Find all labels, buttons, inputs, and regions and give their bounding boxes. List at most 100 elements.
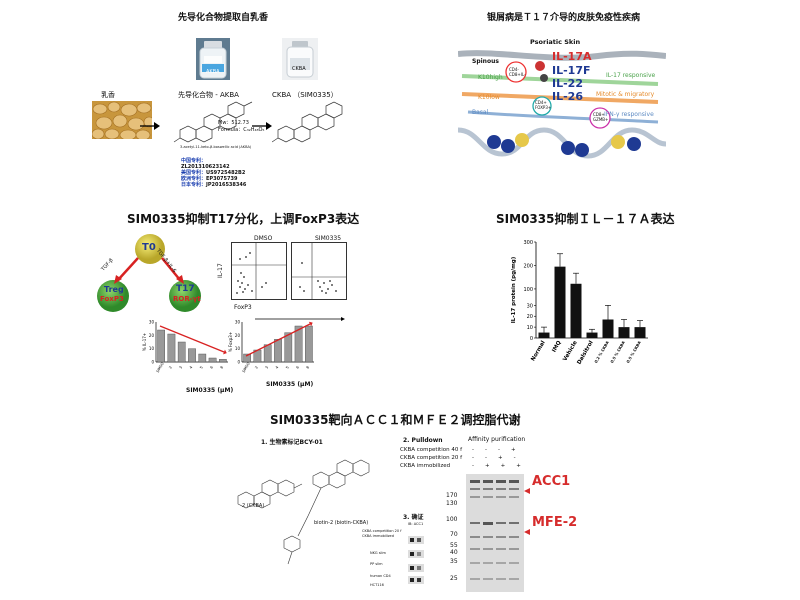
chart-left-xlabel: SIM0335 (μM) [186, 387, 234, 394]
mfe2-label: MFE-2 [532, 515, 578, 530]
y-tick-label: 200 [523, 263, 533, 269]
il17-responsive-label: IL-17 responsive [606, 72, 656, 79]
bar [208, 357, 217, 363]
wb-row-label: human CD4 [370, 574, 391, 578]
bar [219, 359, 227, 363]
y-tick-label: 100 [523, 287, 533, 293]
bar [586, 332, 598, 338]
bar [570, 283, 582, 338]
x-tick-label: DMSO [156, 362, 165, 374]
y-axis-label: % IL-17+ [142, 333, 147, 351]
condition-row: CKBA immobilized [400, 463, 451, 469]
condition-row: CKBA competition 40 f [400, 447, 463, 453]
y-tick-label: 30 [527, 303, 533, 309]
patent-list: 中国专利： ZL201310623142 美国专利：US9725482B2 欧洲… [181, 158, 246, 188]
pulldown-signs: ---+ --+- -+++ [472, 446, 521, 470]
y-tick-label: 10 [235, 346, 241, 351]
condition-signs-row: ---+ [472, 447, 516, 453]
trend-arrowhead [308, 321, 313, 327]
rort-label: ROR-γt [173, 295, 201, 303]
akba-formula: Formula：C₃₂H₄₈O₅ [218, 127, 265, 133]
western-blot-confirm [366, 522, 424, 592]
x-tick-label: 0.5 % CKBA [609, 340, 626, 364]
section1-title: 先导化合物提取自乳香 [178, 13, 269, 23]
wb-row-label: HCT116 [370, 583, 384, 587]
akba-vial-photo [196, 38, 230, 80]
treg-label: Treg [104, 285, 124, 294]
bar [294, 325, 303, 363]
differentiation-diagram [88, 232, 213, 314]
il17f-label: IL-17F [552, 64, 591, 77]
akba-label: 先导化合物 - AKBA [178, 91, 239, 99]
step2-label: 2. Pulldown [403, 437, 443, 444]
patent-row: 日本专利：JP2016538346 [181, 182, 247, 188]
x-tick-label: Vehicle [562, 340, 579, 363]
mw-marker: 40 [450, 549, 458, 556]
section5-title: SIM0335靶向ＡＣＣ１和ＭＦＥ２调控脂代谢 [270, 413, 521, 427]
mitotic-label: Mitotic & migratory [596, 91, 655, 98]
y-tick-label: 0 [530, 336, 533, 342]
wb-row-label: NKG slim [370, 551, 386, 555]
akba-structure-drawing [172, 100, 262, 146]
il17a-label: IL-17A [552, 50, 592, 63]
x-tick-label: 4 [275, 365, 280, 370]
x-tick-label: 5 [285, 366, 290, 370]
x-tick-label: 6 [295, 365, 300, 370]
akba-caption: 3-acetyl-11-keto-β-boswellic acid (AKBA) [180, 145, 252, 149]
x-tick-label: 0.2 % CKBA [593, 340, 610, 364]
mw-marker: 100 [446, 516, 458, 523]
mfe2-arrow-icon [524, 520, 532, 539]
dmso-flow-plot [231, 242, 287, 300]
step3-label: 3. 确证 [403, 514, 424, 521]
t0-label: T0 [142, 242, 156, 253]
k10low-label: K10low [478, 94, 500, 101]
bar [198, 353, 207, 363]
y-tick-label: 30 [235, 320, 241, 325]
ckba-vial-photo [282, 38, 318, 80]
biotin-compound-label: biotin-2 (biotin-CKBA) [314, 520, 369, 526]
ckba-label: CKBA （SIM0335） [272, 91, 338, 99]
y-axis-label: % Foxp3+ [228, 332, 233, 352]
bar [554, 266, 566, 338]
t17-label: T17 [176, 284, 195, 294]
sim0335-flow-title: SIM0335 [315, 235, 342, 242]
mw-marker: 35 [450, 558, 458, 565]
y-tick-label: 10 [527, 325, 533, 331]
y-tick-label: 30 [149, 320, 155, 325]
akba-mw: Mw：512.73 [218, 120, 249, 126]
patent-row: 欧洲专利：EP3075739 [181, 176, 238, 182]
x-tick-label: 6 [209, 365, 214, 370]
il26-label: IL-26 [552, 90, 583, 103]
acc1-arrow-icon [524, 479, 532, 498]
x-tick-label: 4 [189, 365, 194, 370]
trend-arrow [159, 325, 225, 353]
y-tick-label: 10 [149, 346, 155, 351]
x-tick-label: Dalsitrol [576, 340, 594, 366]
x-tick-label: 8 [306, 365, 311, 370]
bar [167, 333, 176, 363]
x-tick-label: 3 [179, 366, 184, 370]
x-tick-label: IMQ [551, 340, 562, 354]
y-tick-label: 0 [237, 360, 240, 365]
mw-marker: 170 [446, 492, 458, 499]
bar [284, 332, 293, 363]
wb-row-label: CKBA competition 20 f [362, 529, 402, 533]
section3-title: SIM0335抑制T17分化，上调FoxP3表达 [127, 212, 360, 226]
trend-arrowhead [223, 349, 227, 355]
section4-title: SIM0335抑制ＩＬ－１７Ａ表达 [496, 212, 675, 226]
condition-signs-row: --+- [472, 455, 516, 461]
ckba-vial-label: CKBA [292, 66, 306, 72]
x-tick-label: 2 [168, 366, 173, 370]
il22-label: IL-22 [552, 77, 583, 90]
foxp3-axis-label: FoxP3 [234, 304, 252, 311]
dmso-flow-title: DMSO [254, 235, 273, 242]
y-tick-label: 300 [523, 240, 533, 246]
patent-row: 美国专利：US9725482B2 [181, 170, 246, 176]
x-tick-label: 2 [254, 366, 259, 370]
il17-axis-label: IL-17 [217, 263, 224, 278]
foxp3-cell-label: FoxP3 [100, 295, 124, 303]
section2-title: 银屑病是Ｔ１７介导的皮肤免疫性疾病 [487, 13, 641, 23]
y-tick-label: 20 [149, 333, 155, 338]
